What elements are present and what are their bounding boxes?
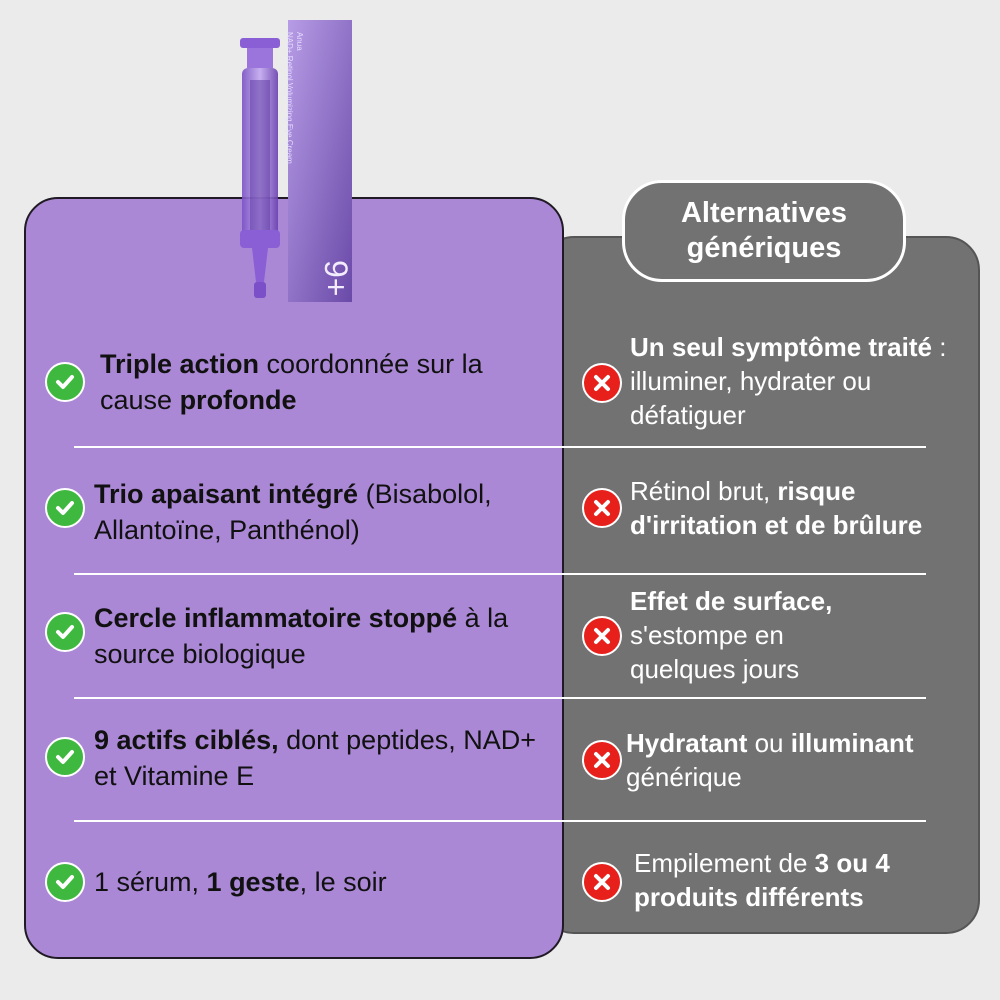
product-benefit-1: Triple action coordonnée sur la cause pr… (100, 349, 483, 415)
cross-icon (582, 740, 622, 780)
product-brand: Anua (295, 32, 304, 51)
product-benefit-5: 1 sérum, 1 geste, le soir (94, 867, 387, 897)
alternative-drawback-1: Un seul symptôme traité : illuminer, hyd… (630, 332, 947, 430)
product-benefit-3: Cercle inflammatoire stoppé à la source … (94, 603, 509, 669)
cross-icon (582, 616, 622, 656)
check-icon (45, 737, 85, 777)
product-benefit-2: Trio apaisant intégré (Bisabolol, Allant… (94, 479, 492, 545)
product-badge: 9+ (318, 260, 354, 296)
alternative-drawback-3: Effet de surface, s'estompe en quelques … (630, 586, 833, 684)
product-card (24, 197, 564, 959)
alternatives-header: Alternatives génériques (622, 180, 906, 282)
check-icon (45, 612, 85, 652)
cross-icon (582, 862, 622, 902)
row-divider (74, 573, 926, 575)
alternatives-card (540, 236, 980, 934)
product-image: 9+ (240, 20, 354, 302)
product-name: NAD+ Retinol Volumizing Eye Cream (285, 32, 294, 164)
alternative-drawback-5: Empilement de 3 ou 4 produits différents (634, 848, 890, 912)
check-icon (45, 362, 85, 402)
cross-icon (582, 363, 622, 403)
check-icon (45, 488, 85, 528)
row-divider (74, 697, 926, 699)
alternative-drawback-4: Hydratant ou illuminant générique (626, 728, 914, 792)
row-divider (74, 820, 926, 822)
row-divider (74, 446, 926, 448)
alternative-drawback-2: Rétinol brut, risque d'irritation et de … (630, 476, 923, 540)
check-icon (45, 862, 85, 902)
cross-icon (582, 488, 622, 528)
product-benefit-4: 9 actifs ciblés, dont peptides, NAD+ et … (94, 725, 537, 791)
alternatives-header-text: Alternatives génériques (680, 197, 847, 264)
